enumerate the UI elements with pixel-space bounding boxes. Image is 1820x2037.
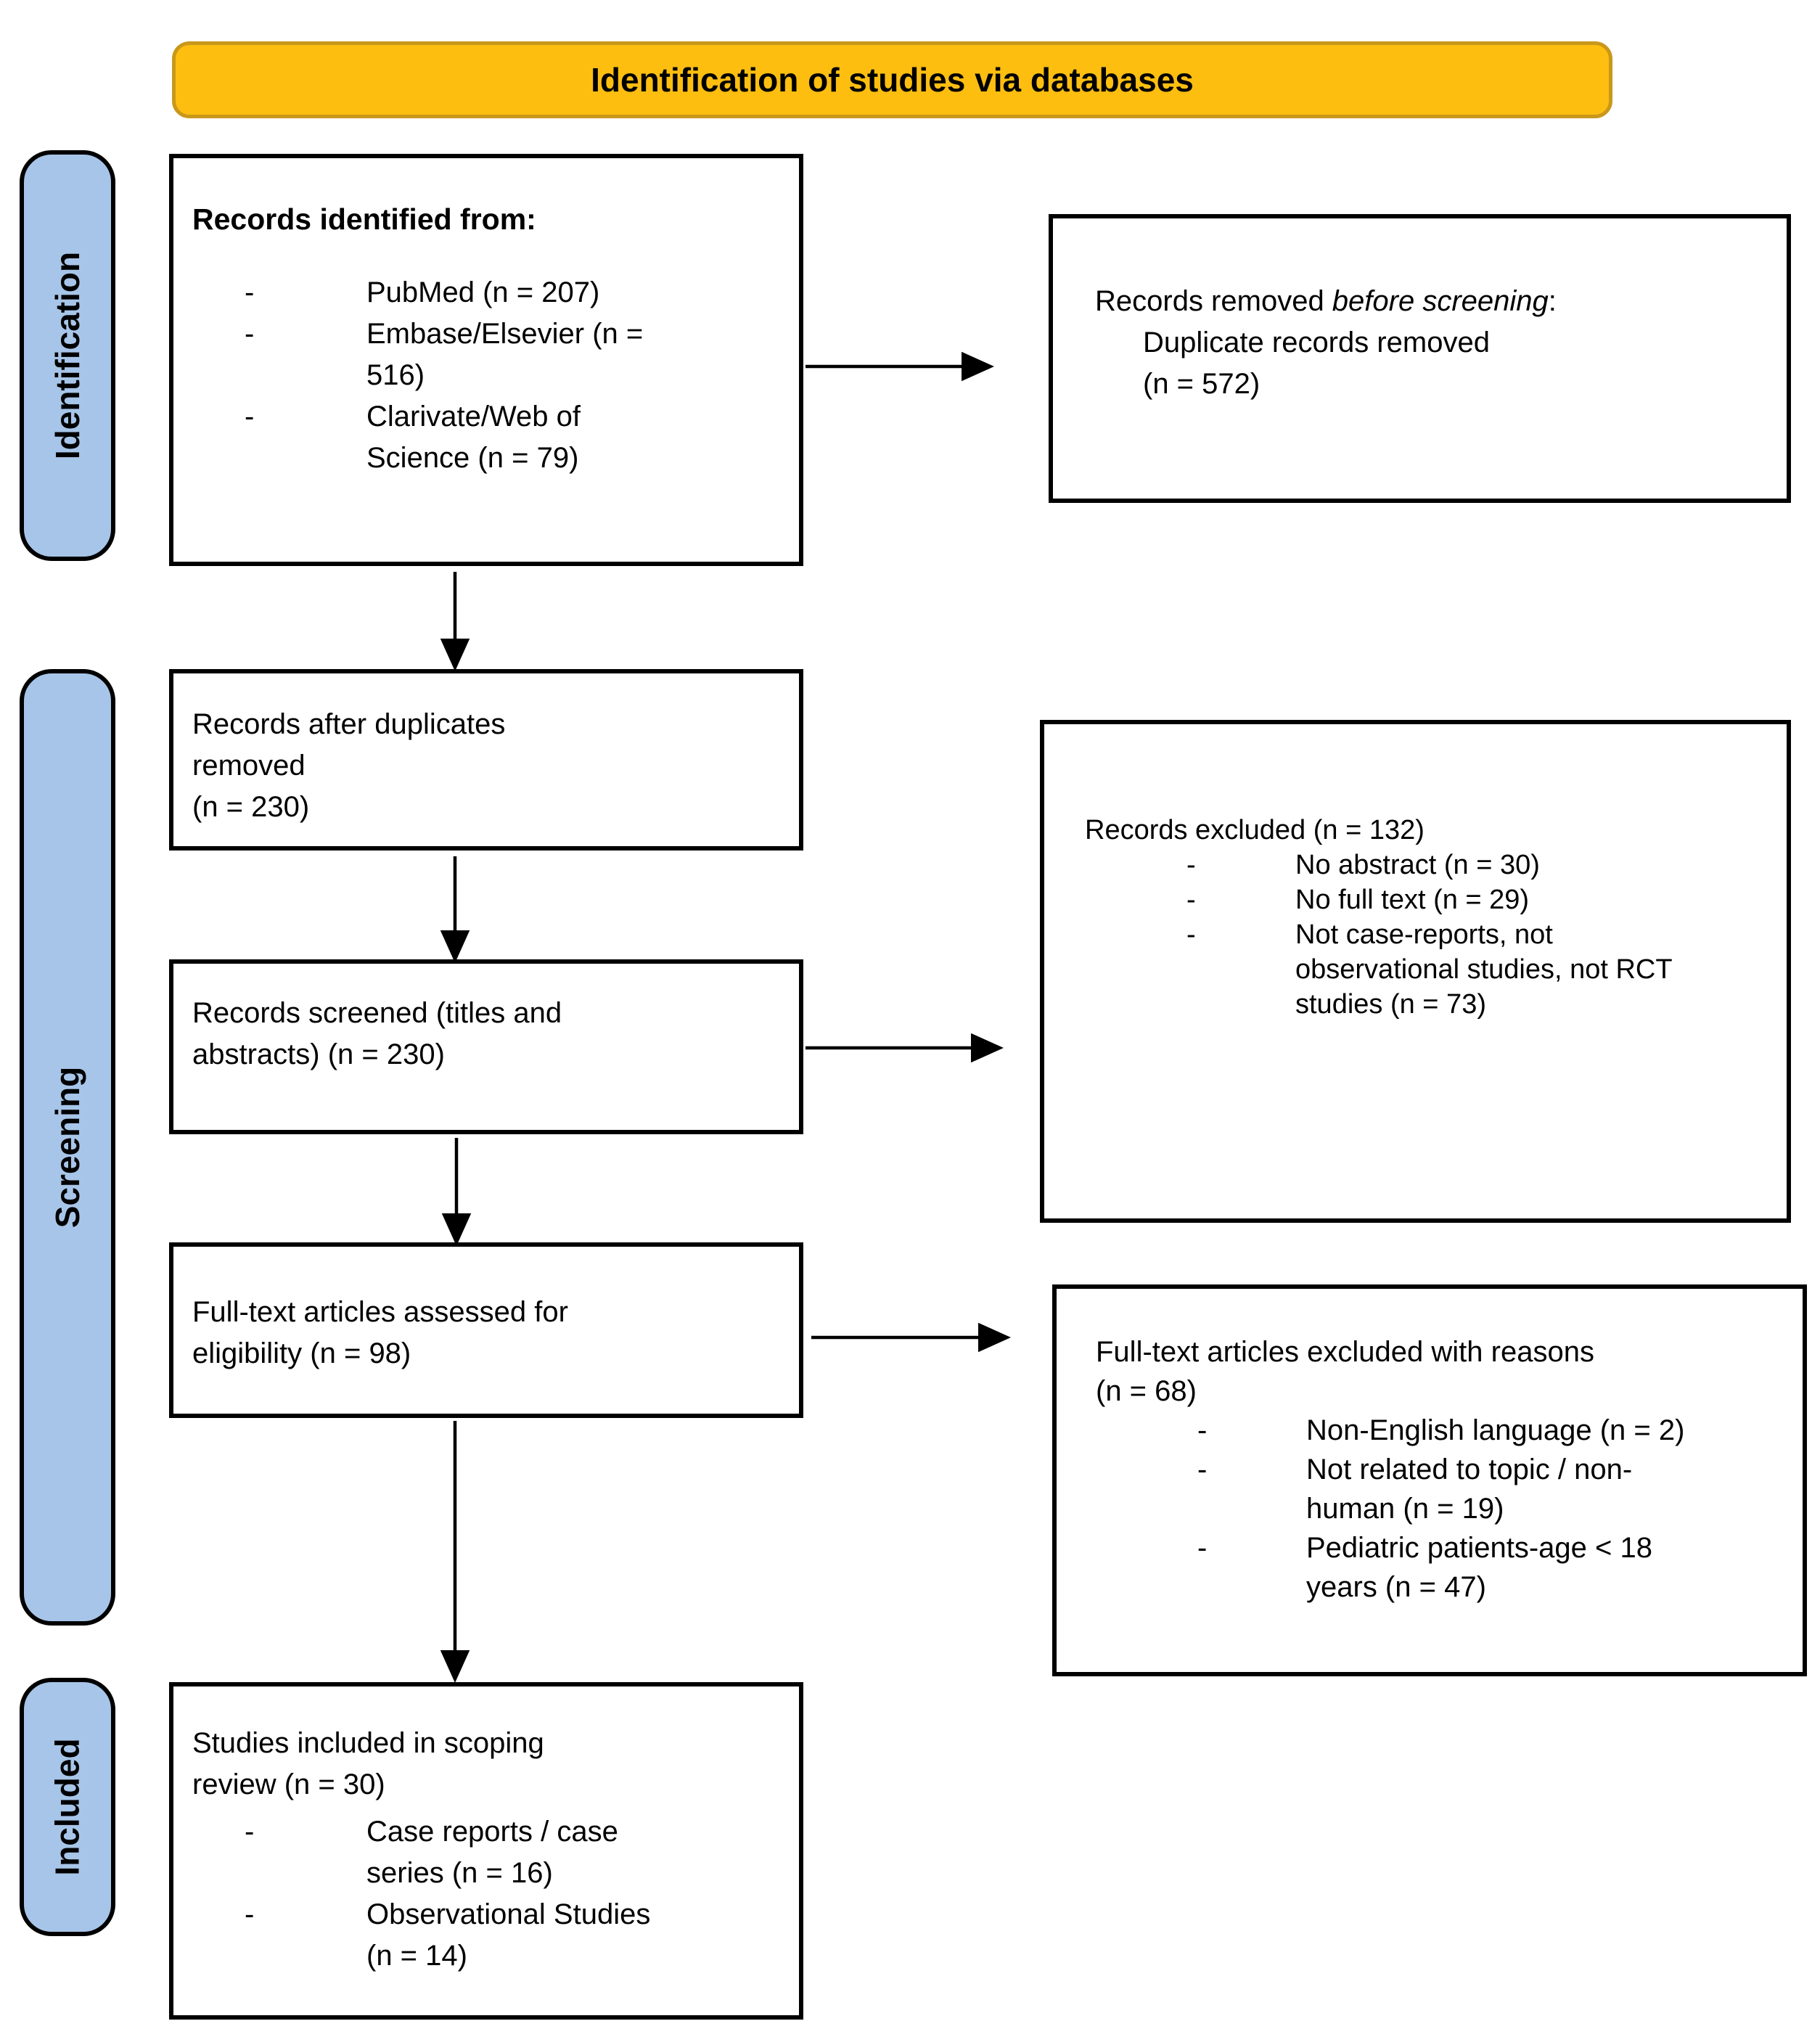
bullet-dash: - — [245, 401, 255, 433]
records-removed-prefix: Records removed — [1095, 285, 1332, 317]
excluded-not-related: Not related to topic / non- human (n = 1… — [1306, 1454, 1633, 1525]
records-after-duplicates-text: Records after duplicates removed (n = 23… — [192, 708, 506, 823]
box-fulltext-assessed: Full-text articles assessed for eligibil… — [169, 1242, 803, 1418]
box-studies-included: Studies included in scoping review (n = … — [169, 1682, 803, 2020]
records-excluded-heading: Records excluded (n = 132) — [1085, 815, 1425, 845]
stage-screening-label: Screening — [49, 1066, 87, 1229]
list-item: - Clarivate/Web of Science (n = 79) — [192, 396, 777, 479]
list-item: - Not related to topic / non- human (n =… — [1096, 1450, 1774, 1528]
records-removed-italic: before screening — [1332, 285, 1549, 317]
excluded-pediatric: Pediatric patients-age < 18 years (n = 4… — [1306, 1532, 1652, 1603]
source-web-of-science: Clarivate/Web of Science (n = 79) — [366, 401, 581, 474]
duplicates-removed-line: Duplicate records removed — [1143, 327, 1490, 358]
records-identified-heading: Records identified from: — [192, 202, 536, 236]
list-item: - Not case-reports, not observational st… — [1085, 917, 1758, 1022]
box-records-screened: Records screened (titles and abstracts) … — [169, 959, 803, 1134]
list-item: - Case reports / case series (n = 16) — [192, 1811, 777, 1894]
bullet-dash: - — [245, 1816, 255, 1848]
source-pubmed: PubMed (n = 207) — [366, 276, 600, 308]
box-records-identified: Records identified from: - PubMed (n = 2… — [169, 154, 803, 566]
fulltext-excluded-heading: Full-text articles excluded with reasons… — [1096, 1336, 1594, 1407]
studies-included-heading: Studies included in scoping review (n = … — [192, 1727, 544, 1800]
list-item: - Observational Studies (n = 14) — [192, 1894, 777, 1977]
stage-screening: Screening — [20, 669, 115, 1626]
list-item: - No full text (n = 29) — [1085, 882, 1758, 917]
studies-included-list: - Case reports / case series (n = 16) - … — [192, 1811, 777, 1977]
fulltext-assessed-text: Full-text articles assessed for eligibil… — [192, 1296, 568, 1369]
box-fulltext-excluded: Full-text articles excluded with reasons… — [1052, 1284, 1807, 1676]
bullet-dash: - — [1186, 850, 1196, 880]
list-item: - Pediatric patients-age < 18 years (n =… — [1096, 1528, 1774, 1607]
stage-included: Included — [20, 1678, 115, 1936]
bullet-dash: - — [245, 1898, 255, 1930]
list-item: - PubMed (n = 207) — [192, 272, 777, 313]
fulltext-excluded-list: - Non-English language (n = 2) - Not rel… — [1096, 1411, 1774, 1607]
stage-included-label: Included — [49, 1738, 86, 1876]
source-embase: Embase/Elsevier (n = 516) — [366, 318, 644, 391]
included-observational: Observational Studies (n = 14) — [366, 1898, 651, 1972]
box-records-removed-before-screening: Records removed before screening: Duplic… — [1049, 214, 1791, 503]
bullet-dash: - — [1186, 885, 1196, 915]
bullet-dash: - — [245, 318, 255, 350]
included-case-reports: Case reports / case series (n = 16) — [366, 1816, 618, 1889]
records-screened-text: Records screened (titles and abstracts) … — [192, 997, 562, 1070]
records-removed-heading: Records removed before screening: — [1095, 281, 1758, 322]
bullet-dash: - — [1197, 1454, 1208, 1485]
list-item: - No abstract (n = 30) — [1085, 848, 1758, 882]
excluded-no-abstract: No abstract (n = 30) — [1295, 850, 1540, 880]
box-records-after-duplicates: Records after duplicates removed (n = 23… — [169, 669, 803, 851]
records-excluded-list: - No abstract (n = 30) - No full text (n… — [1085, 848, 1758, 1022]
bullet-dash: - — [1197, 1532, 1208, 1564]
records-removed-suffix: : — [1548, 285, 1557, 317]
bullet-dash: - — [1186, 919, 1196, 950]
duplicates-removed-count: (n = 572) — [1143, 368, 1261, 400]
list-item: - Non-English language (n = 2) — [1096, 1411, 1774, 1450]
banner: Identification of studies via databases — [172, 41, 1612, 118]
excluded-no-full-text: No full text (n = 29) — [1295, 885, 1530, 915]
excluded-study-types: Not case-reports, not observational stud… — [1295, 919, 1673, 1020]
list-item: - Embase/Elsevier (n = 516) — [192, 313, 777, 396]
records-identified-list: - PubMed (n = 207) - Embase/Elsevier (n … — [192, 272, 777, 479]
stage-identification-label: Identification — [49, 251, 87, 460]
stage-identification: Identification — [20, 150, 115, 561]
excluded-non-english: Non-English language (n = 2) — [1306, 1414, 1685, 1446]
banner-title: Identification of studies via databases — [591, 61, 1194, 99]
bullet-dash: - — [1197, 1414, 1208, 1446]
bullet-dash: - — [245, 276, 255, 308]
box-records-excluded: Records excluded (n = 132) - No abstract… — [1040, 720, 1791, 1223]
